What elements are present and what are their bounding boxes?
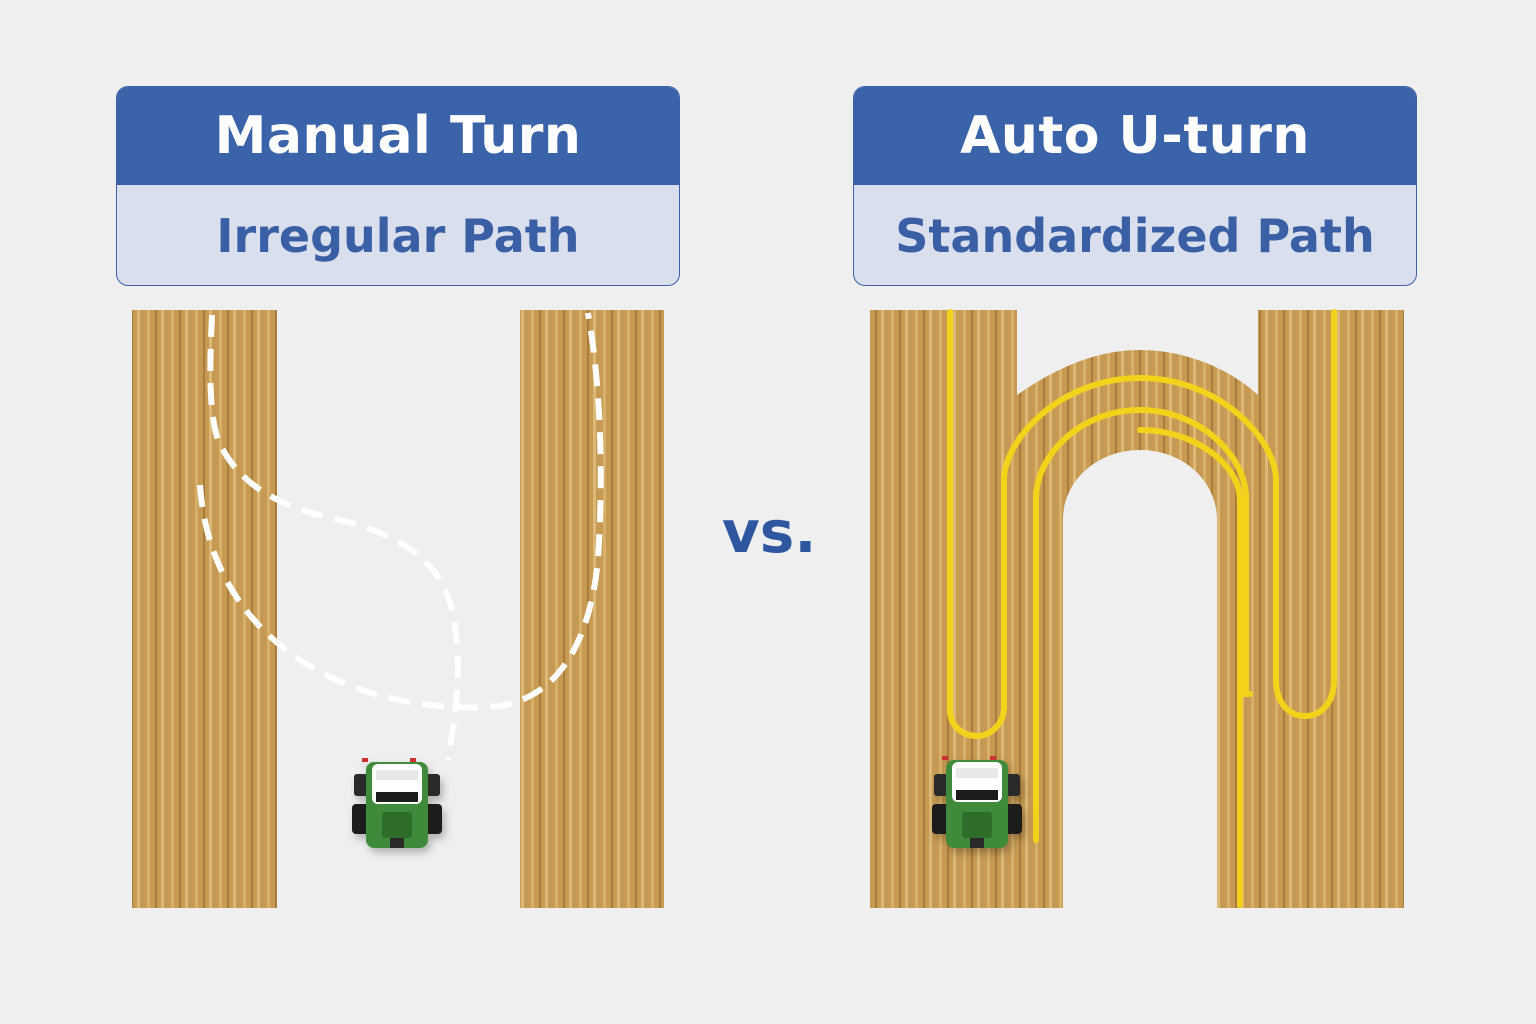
tractor-icon	[352, 758, 442, 848]
auto-uturn-header: Auto U-turn Standardized Path	[853, 86, 1417, 286]
standardized-path-subtitle: Standardized Path	[895, 209, 1375, 263]
field-strip-left-a	[132, 310, 277, 908]
vs-label: vs.	[722, 498, 817, 566]
auto-path-outer	[947, 309, 1337, 740]
manual-turn-header: Manual Turn Irregular Path	[116, 86, 680, 286]
manual-field	[132, 310, 664, 908]
manual-turn-title: Manual Turn	[117, 87, 679, 185]
manual-path-outer	[197, 312, 604, 711]
manual-path-inner	[207, 314, 461, 761]
manual-irregular-path	[197, 312, 604, 761]
auto-standardized-path	[947, 309, 1337, 908]
tractor-icon	[932, 756, 1022, 848]
auto-path-return	[1137, 427, 1243, 908]
auto-uturn-title: Auto U-turn	[854, 87, 1416, 185]
irregular-path-subtitle: Irregular Path	[216, 209, 580, 263]
auto-path-inner	[1033, 406, 1253, 843]
